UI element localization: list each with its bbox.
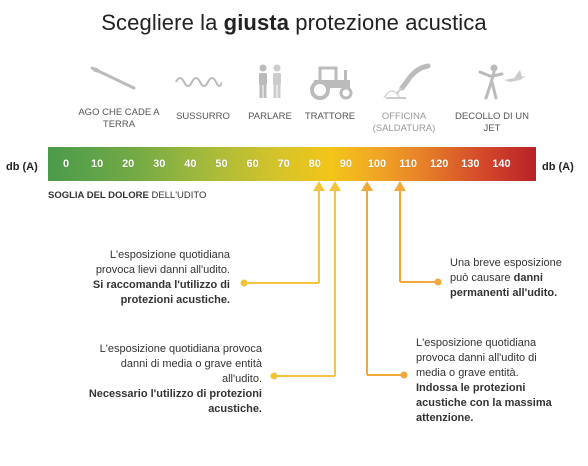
marker-105-arrow [394,181,406,191]
scale-tick-10: 10 [90,158,104,170]
dot-85 [270,372,278,380]
scale-tick-110: 110 [399,158,417,170]
whisper-wave-icon [175,77,222,87]
scale-tick-30: 30 [153,158,166,170]
welding-torch-icon [383,63,431,99]
scale-tick-130: 130 [461,158,480,170]
unit-label-right: db (A) [542,161,574,173]
people-talking-icon [259,64,281,98]
marker-95-arrow [361,181,373,191]
source-label-jet: DECOLLO DI UN JET [455,111,529,134]
dot-95 [400,371,408,379]
page-title: Scegliere la giusta protezione acustica [101,10,487,35]
scale-tick-80: 80 [308,158,321,170]
dot-80 [240,279,248,287]
source-label-welding: OFFICINA (SALDATURA) [372,111,436,134]
scale-tick-100: 100 [367,158,387,170]
scale-tick-40: 40 [184,158,197,170]
scale-tick-70: 70 [277,158,290,170]
marker-85-arrow [329,181,341,191]
source-label-whisper: SUSSURRO [176,111,230,122]
scale-tick-90: 90 [339,158,353,170]
jet-takeoff-icon [478,64,526,100]
source-label-tractor: TRATTORE [304,111,356,122]
scale-tick-140: 140 [492,158,511,170]
unit-label-left: db (A) [6,161,38,173]
pain-threshold-label: SOGLIA DEL DOLORE DELL'UDITO [48,190,207,201]
note-85-db: L'esposizione quotidiana provoca danni d… [88,343,262,415]
dot-105 [434,278,442,286]
scale-tick-20: 20 [122,158,135,170]
marker-80-arrow [313,181,325,191]
scale-tick-120: 120 [430,158,449,170]
source-label-talking: PARLARE [248,111,292,122]
tractor-icon [310,66,353,100]
scale-tick-60: 60 [246,158,259,170]
note-80-db: L'esposizione quotidiana provoca lievi d… [92,249,230,306]
source-label-needle: AGO CHE CADE A TERRA [78,107,160,130]
note-105-db: Una breve esposizione può causare danni … [450,257,562,299]
note-95-db: L'esposizione quotidiana provoca danni a… [416,337,552,424]
needle-icon [90,66,136,90]
scale-tick-0: 0 [62,158,70,170]
decibel-scale-bar: 0 10 20 30 40 50 60 70 80 90 100 110 120 130 140 [48,147,536,181]
scale-tick-50: 50 [215,158,228,170]
